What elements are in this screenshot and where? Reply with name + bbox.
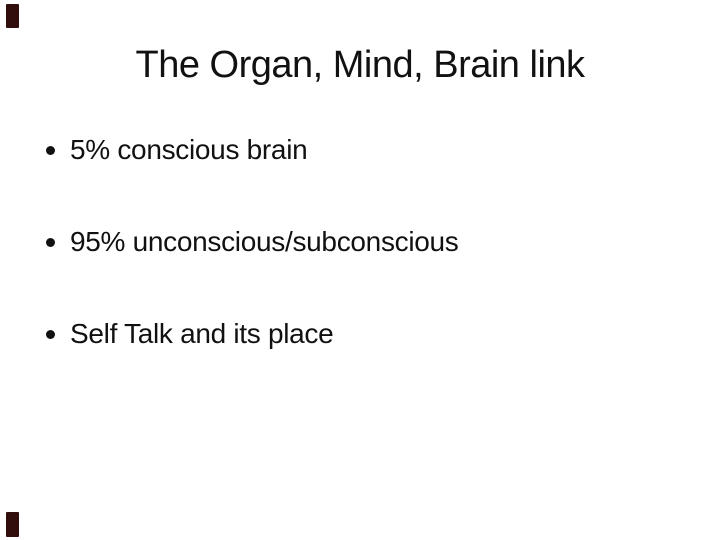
list-item: 5% conscious brain (46, 133, 308, 167)
bullet-dot-icon (46, 146, 55, 155)
corner-mark-top-left (6, 4, 19, 28)
bullet-dot-icon (46, 238, 55, 247)
bullet-text: 5% conscious brain (70, 134, 308, 165)
list-item: Self Talk and its place (46, 317, 334, 351)
bullet-text: Self Talk and its place (70, 318, 334, 349)
corner-mark-bottom-left (6, 512, 19, 537)
bullet-text: 95% unconscious/subconscious (70, 226, 459, 257)
page-title: The Organ, Mind, Brain link (135, 44, 585, 86)
bullet-dot-icon (46, 330, 55, 339)
list-item: 95% unconscious/subconscious (46, 225, 459, 259)
